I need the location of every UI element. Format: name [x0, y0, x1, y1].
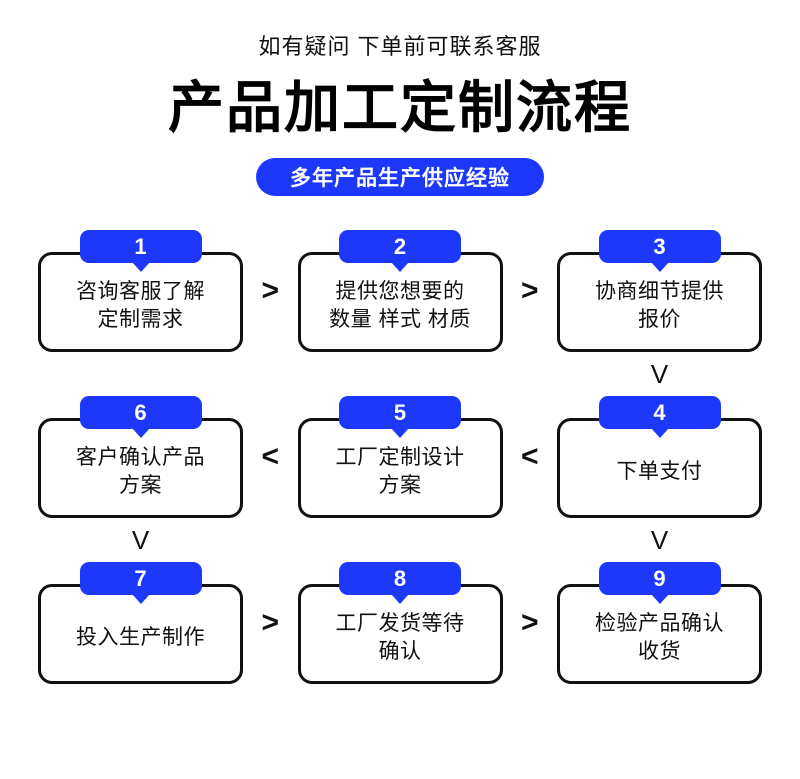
step-number-badge: 7: [79, 562, 202, 595]
flow-node-label: 咨询客服了解 定制需求: [76, 280, 205, 331]
chevron-left-icon: <: [520, 440, 539, 473]
step-number-badge: 6: [79, 396, 202, 429]
step-number-badge: 1: [79, 230, 202, 263]
tagline-pill-wrapper: 多年产品生产供应经验: [0, 158, 800, 196]
flow-node-8[interactable]: 8 工厂发货等待 确认: [297, 562, 503, 684]
flow-node-6[interactable]: 6 客户确认产品 方案: [38, 396, 243, 518]
flow-node-box: 工厂定制设计 方案: [297, 418, 503, 518]
flow-node-box: 投入生产制作: [38, 584, 243, 684]
step-number-badge: 4: [598, 396, 721, 429]
process-flow-diagram: 1 咨询客服了解 定制需求 > 2 提供您想要的 数量 样式 材质 > 3 协商…: [0, 230, 800, 684]
step-number-badge: 8: [339, 562, 461, 595]
flow-node-7[interactable]: 7 投入生产制作: [38, 562, 243, 684]
page-header: 如有疑问 下单前可联系客服 产品加工定制流程 多年产品生产供应经验: [0, 0, 800, 196]
flow-node-label: 工厂发货等待 确认: [335, 612, 465, 663]
flow-node-box: 检验产品确认 收货: [557, 584, 762, 684]
flow-node-label: 提供您想要的 数量 样式 材质: [329, 280, 471, 331]
chevron-right-icon: >: [520, 274, 539, 307]
step-number-badge: 9: [598, 562, 721, 595]
flow-node-label: 检验产品确认 收货: [595, 612, 724, 663]
header-subtitle: 如有疑问 下单前可联系客服: [258, 34, 542, 59]
step-number-badge: 3: [598, 230, 721, 263]
chevron-left-icon: <: [261, 440, 280, 473]
flow-node-label: 协商细节提供 报价: [595, 280, 724, 331]
step-number-badge: 2: [339, 230, 461, 263]
tagline-pill: 多年产品生产供应经验: [256, 158, 544, 196]
chevron-down-icon: V: [650, 359, 669, 389]
flow-node-2[interactable]: 2 提供您想要的 数量 样式 材质: [297, 230, 503, 352]
chevron-down-icon: V: [650, 525, 669, 555]
vertical-connector-row-2: V V: [38, 518, 762, 562]
flow-node-label: 工厂定制设计 方案: [335, 446, 465, 497]
flow-node-3[interactable]: 3 协商细节提供 报价: [557, 230, 762, 352]
flow-node-label: 客户确认产品 方案: [76, 446, 205, 497]
vertical-connector-row-1: V: [38, 352, 762, 396]
chevron-right-icon: >: [261, 606, 280, 639]
chevron-down-icon: V: [131, 525, 150, 555]
page-title: 产品加工定制流程: [168, 76, 632, 139]
step-number-badge: 5: [339, 396, 461, 429]
flow-node-1[interactable]: 1 咨询客服了解 定制需求: [38, 230, 243, 352]
flow-row-1: 1 咨询客服了解 定制需求 > 2 提供您想要的 数量 样式 材质 > 3 协商…: [38, 230, 762, 352]
chevron-right-icon: >: [261, 274, 280, 307]
flow-row-2: 6 客户确认产品 方案 < 5 工厂定制设计 方案 < 4 下单支付: [38, 396, 762, 518]
flow-node-5[interactable]: 5 工厂定制设计 方案: [297, 396, 503, 518]
flow-node-4[interactable]: 4 下单支付: [557, 396, 762, 518]
flow-row-3: 7 投入生产制作 > 8 工厂发货等待 确认 > 9 检验产品确认 收货: [38, 562, 762, 684]
chevron-right-icon: >: [520, 606, 539, 639]
flow-node-9[interactable]: 9 检验产品确认 收货: [557, 562, 762, 684]
flow-node-label: 下单支付: [616, 460, 703, 484]
flow-node-label: 投入生产制作: [76, 626, 205, 650]
